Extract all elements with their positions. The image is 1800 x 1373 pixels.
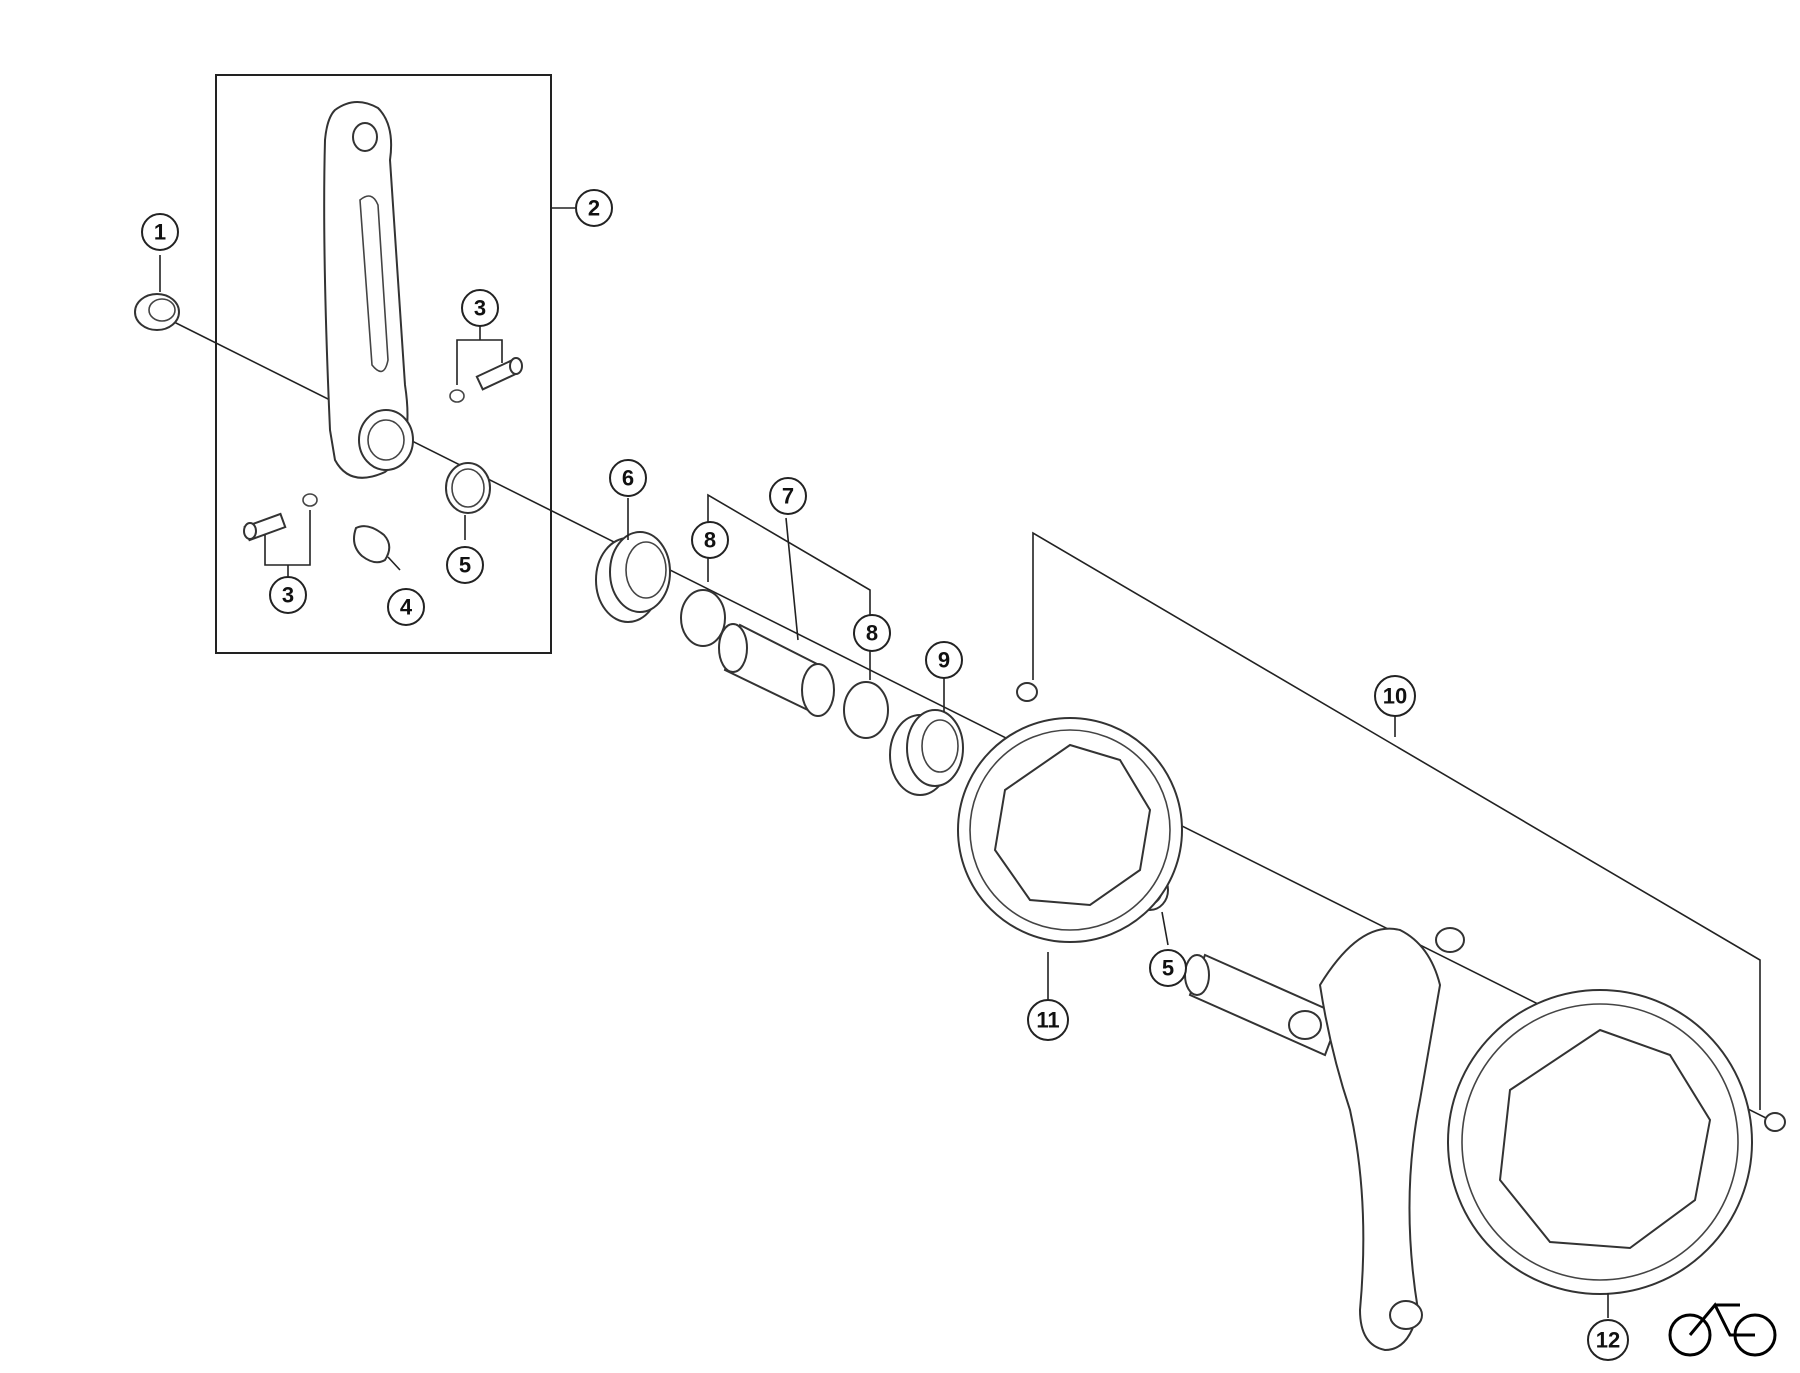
chainring-bolt-top [1016, 682, 1038, 702]
crank-bolt-upper [449, 357, 523, 403]
svg-text:8: 8 [704, 528, 716, 553]
right-crank-arm [1288, 927, 1465, 1352]
callout-1: 1 [141, 213, 179, 251]
callout-4: 4 [387, 588, 425, 626]
bb-cup-right [889, 709, 964, 796]
svg-text:11: 11 [1036, 1008, 1059, 1033]
svg-text:8: 8 [866, 621, 878, 646]
svg-text:1: 1 [154, 220, 166, 245]
callout-3-lower: 3 [269, 576, 307, 614]
svg-text:3: 3 [282, 583, 294, 608]
crank-cap [134, 293, 180, 331]
svg-text:7: 7 [782, 484, 794, 509]
crank-spindle [1184, 953, 1342, 1057]
callout-5-right: 5 [1149, 949, 1187, 987]
chainring-large [1447, 989, 1753, 1295]
callout-11: 11 [1027, 999, 1069, 1041]
spacer-ring-left [445, 462, 491, 514]
svg-text:5: 5 [1162, 956, 1174, 981]
stopper-plate [353, 525, 391, 564]
svg-text:4: 4 [400, 595, 413, 620]
svg-text:12: 12 [1596, 1328, 1620, 1353]
callout-6: 6 [609, 459, 647, 497]
chainring-small [957, 717, 1183, 943]
o-ring-right [843, 681, 889, 739]
callout-8-left: 8 [691, 521, 729, 559]
crank-bolt-lower [243, 493, 318, 542]
svg-text:6: 6 [622, 466, 634, 491]
chainring-bolt-right [1764, 1112, 1786, 1132]
callout-7: 7 [769, 477, 807, 515]
main-axis-line [149, 309, 1781, 1126]
callout-3-upper: 3 [461, 289, 499, 327]
svg-text:3: 3 [474, 296, 486, 321]
svg-text:2: 2 [588, 196, 600, 221]
bike-logo-icon [1668, 1302, 1777, 1357]
callout-10: 10 [1374, 675, 1416, 717]
bb-cup-left [595, 531, 671, 623]
callout-8-right: 8 [853, 614, 891, 652]
svg-text:9: 9 [938, 648, 950, 673]
left-crank-arm [323, 101, 414, 479]
callout-12: 12 [1587, 1319, 1629, 1361]
callout-2: 2 [575, 189, 613, 227]
svg-text:10: 10 [1383, 684, 1407, 709]
svg-text:5: 5 [459, 553, 471, 578]
callout-5-left: 5 [446, 546, 484, 584]
bb-inner-cover [718, 623, 835, 717]
callout-9: 9 [925, 641, 963, 679]
o-ring-left [680, 589, 726, 647]
left-crank-group-box [215, 74, 552, 654]
